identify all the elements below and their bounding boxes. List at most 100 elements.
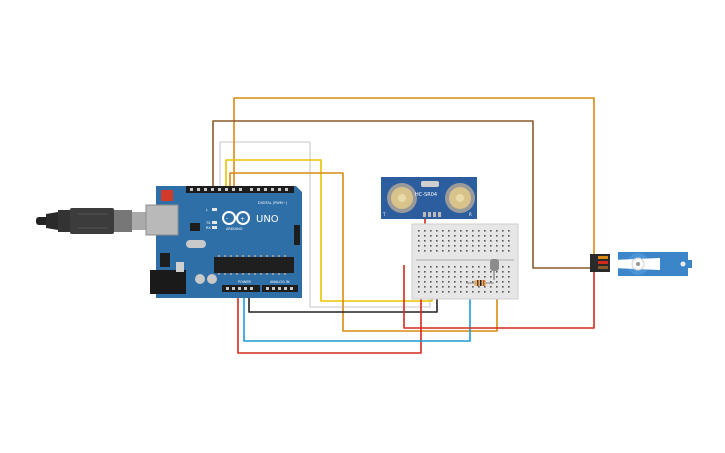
breadboard-hole[interactable] [472, 245, 474, 247]
breadboard-hole[interactable] [424, 286, 426, 288]
breadboard-hole[interactable] [490, 286, 492, 288]
breadboard-hole[interactable] [478, 240, 480, 242]
servo-motor[interactable] [590, 252, 692, 276]
breadboard-hole[interactable] [430, 235, 432, 237]
breadboard-hole[interactable] [496, 271, 498, 273]
wire-blue-led[interactable] [243, 285, 471, 342]
breadboard-hole[interactable] [502, 291, 504, 293]
breadboard-hole[interactable] [490, 250, 492, 252]
breadboard-hole[interactable] [424, 240, 426, 242]
breadboard-hole[interactable] [424, 235, 426, 237]
breadboard-hole[interactable] [448, 230, 450, 232]
breadboard-hole[interactable] [508, 240, 510, 242]
breadboard-hole[interactable] [448, 291, 450, 293]
breadboard-hole[interactable] [442, 250, 444, 252]
breadboard-hole[interactable] [496, 250, 498, 252]
breadboard-hole[interactable] [466, 266, 468, 268]
breadboard-hole[interactable] [496, 276, 498, 278]
breadboard-hole[interactable] [436, 250, 438, 252]
breadboard-hole[interactable] [442, 245, 444, 247]
breadboard-hole[interactable] [478, 250, 480, 252]
breadboard-hole[interactable] [484, 250, 486, 252]
breadboard-hole[interactable] [484, 230, 486, 232]
breadboard-hole[interactable] [424, 291, 426, 293]
breadboard-hole[interactable] [424, 245, 426, 247]
breadboard-hole[interactable] [460, 266, 462, 268]
breadboard-hole[interactable] [424, 250, 426, 252]
breadboard-hole[interactable] [454, 286, 456, 288]
breadboard-hole[interactable] [466, 291, 468, 293]
breadboard-hole[interactable] [466, 240, 468, 242]
breadboard-hole[interactable] [490, 235, 492, 237]
breadboard-hole[interactable] [478, 235, 480, 237]
breadboard-hole[interactable] [508, 271, 510, 273]
reset-button[interactable] [161, 190, 173, 201]
breadboard-hole[interactable] [418, 291, 420, 293]
breadboard-hole[interactable] [460, 250, 462, 252]
breadboard-hole[interactable] [442, 281, 444, 283]
breadboard-hole[interactable] [502, 230, 504, 232]
breadboard-hole[interactable] [418, 235, 420, 237]
breadboard-hole[interactable] [502, 271, 504, 273]
breadboard-hole[interactable] [466, 230, 468, 232]
breadboard-hole[interactable] [466, 235, 468, 237]
breadboard-hole[interactable] [478, 276, 480, 278]
breadboard-hole[interactable] [484, 235, 486, 237]
breadboard-hole[interactable] [472, 250, 474, 252]
breadboard-hole[interactable] [436, 235, 438, 237]
breadboard-hole[interactable] [436, 266, 438, 268]
breadboard-hole[interactable] [442, 266, 444, 268]
breadboard-hole[interactable] [430, 276, 432, 278]
breadboard-hole[interactable] [454, 276, 456, 278]
breadboard-hole[interactable] [448, 271, 450, 273]
breadboard-hole[interactable] [472, 276, 474, 278]
breadboard-hole[interactable] [448, 281, 450, 283]
breadboard-hole[interactable] [484, 245, 486, 247]
breadboard-hole[interactable] [472, 230, 474, 232]
breadboard-hole[interactable] [436, 245, 438, 247]
breadboard-hole[interactable] [478, 230, 480, 232]
breadboard-hole[interactable] [454, 235, 456, 237]
breadboard-hole[interactable] [418, 240, 420, 242]
breadboard-hole[interactable] [484, 286, 486, 288]
breadboard-hole[interactable] [454, 240, 456, 242]
breadboard-hole[interactable] [490, 240, 492, 242]
breadboard-hole[interactable] [496, 245, 498, 247]
breadboard-hole[interactable] [496, 291, 498, 293]
breadboard-hole[interactable] [436, 230, 438, 232]
breadboard-hole[interactable] [490, 230, 492, 232]
breadboard-hole[interactable] [460, 286, 462, 288]
breadboard-hole[interactable] [442, 286, 444, 288]
breadboard-hole[interactable] [466, 276, 468, 278]
breadboard-hole[interactable] [424, 276, 426, 278]
breadboard-hole[interactable] [448, 276, 450, 278]
breadboard-hole[interactable] [478, 245, 480, 247]
breadboard-hole[interactable] [436, 281, 438, 283]
breadboard-hole[interactable] [424, 271, 426, 273]
wire-orange-sensor[interactable] [229, 172, 498, 332]
breadboard[interactable] [411, 223, 519, 300]
breadboard-hole[interactable] [448, 266, 450, 268]
breadboard-hole[interactable] [490, 281, 492, 283]
breadboard-hole[interactable] [496, 230, 498, 232]
breadboard-hole[interactable] [448, 245, 450, 247]
wire-brown-servo[interactable] [212, 120, 608, 269]
breadboard-hole[interactable] [418, 286, 420, 288]
arduino-uno-board[interactable]: DIGITAL (PWM~) - + UNO ARDUINO TX RX L [145, 186, 302, 298]
breadboard-hole[interactable] [502, 286, 504, 288]
breadboard-hole[interactable] [508, 286, 510, 288]
breadboard-hole[interactable] [502, 281, 504, 283]
breadboard-hole[interactable] [490, 291, 492, 293]
breadboard-hole[interactable] [484, 276, 486, 278]
breadboard-hole[interactable] [466, 245, 468, 247]
breadboard-hole[interactable] [454, 281, 456, 283]
breadboard-hole[interactable] [508, 230, 510, 232]
breadboard-hole[interactable] [508, 266, 510, 268]
breadboard-hole[interactable] [472, 271, 474, 273]
breadboard-hole[interactable] [472, 286, 474, 288]
breadboard-hole[interactable] [502, 266, 504, 268]
breadboard-hole[interactable] [502, 250, 504, 252]
breadboard-hole[interactable] [454, 266, 456, 268]
breadboard-hole[interactable] [454, 230, 456, 232]
breadboard-hole[interactable] [490, 276, 492, 278]
